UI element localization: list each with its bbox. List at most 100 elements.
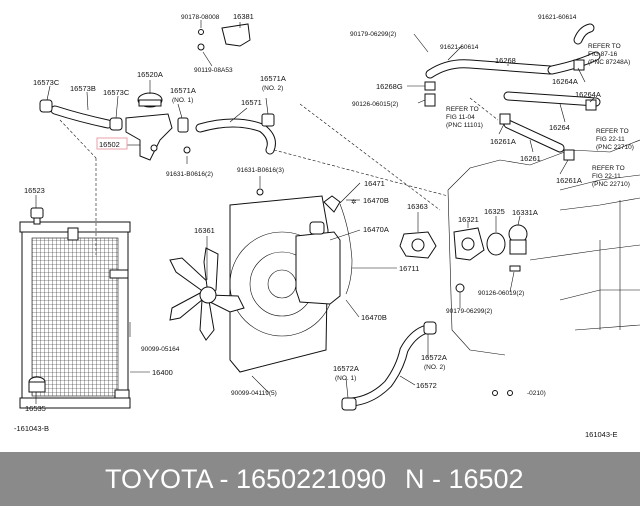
label-16261a-b: 16261A [556,176,582,185]
bracket-16381 [197,23,251,51]
bolt-91631-a [183,146,191,154]
label-ref1-c: (PNC 87248A) [588,59,630,66]
svg-text:✲: ✲ [351,198,357,206]
label-90099-b: 90099-04119(5) [231,390,277,397]
label-90179-a: 90179-06299(2) [350,31,396,38]
label-16571a-2-no: (NO. 2) [262,85,283,92]
radiator-cap-16523 [30,207,44,225]
label-16571: 16571 [241,98,262,107]
drain-plug-16535 [28,376,46,393]
fitting-16268g [424,81,436,107]
label-16470b-a: 16470B [363,196,389,205]
reserve-tank-16470a [295,195,341,305]
clamp-16571a-no1 [177,117,189,133]
label-16523: 16523 [24,186,45,195]
clamp-16571a-no2 [261,113,275,127]
label-16321: 16321 [458,215,479,224]
hose-16571 [195,118,276,155]
label-90126-b: 90126-06019(2) [478,290,524,297]
label-90126-a: 90126-06015(2) [352,101,398,108]
footer-bar: TOYOTA - 1650221090 N - 16502 [0,452,640,506]
label-91621-a: 91621-60614 [538,14,577,21]
label-90179-b: 90179-06299(2) [446,308,492,315]
label-16261a-a: 16261A [490,137,516,146]
label-16264: 16264 [549,123,570,132]
label-code-left: -161043-B [14,424,49,433]
label-16268: 16268 [495,56,516,65]
label-16264a-b: 16264A [575,90,601,99]
marker-glyphs: ✲ [351,198,513,396]
label-ref2-a: REFER TO [446,106,479,113]
hose-16572 [347,325,429,407]
label-91631-a: 91631-B0616(2) [166,171,213,178]
label-ref2-b: FIG 11-04 [446,114,475,121]
label-16571a-1: 16571A [170,86,196,95]
label-16502: 16502 [99,140,120,149]
thermostat-16331a [508,224,528,255]
inlet-16321 [453,227,485,261]
label-ref1-a: REFER TO [588,43,621,50]
label-16573c-b: 16573C [103,88,130,97]
label-90119: 90119-08A53 [194,67,233,74]
label-90178: 90178-08008 [181,14,220,21]
outlet-16502 [125,113,173,161]
label-90099-a: 90099-05164 [141,346,180,353]
fan-16361 [169,247,245,341]
label-16571a-1-no: (NO. 1) [172,97,193,104]
label-16573b: 16573B [70,84,96,93]
clamp-16261a-a [499,113,511,125]
parts-diagram: 90178-08008 16381 90119-08A53 16573C 165… [14,12,640,439]
part-labels: 90178-08008 16381 90119-08A53 16573C 165… [14,12,634,439]
label-ref1-b: FIG 87-16 [588,51,618,58]
label-ref4-a: REFER TO [592,165,625,172]
hose-16261 [503,119,565,153]
clamp-16572a-no1 [341,397,357,411]
label-16363: 16363 [407,202,428,211]
label-16573c-a: 16573C [33,78,60,87]
label-91621-b: 91621-60614 [440,44,479,51]
label-91631-b: 91631-B0616(3) [237,167,284,174]
label-ref2-c: (PNC 11101) [446,122,483,129]
label-16331a: 16331A [512,208,538,217]
label-16471: 16471 [364,179,385,188]
label-16400: 16400 [152,368,173,377]
clamp-16573c-b [109,117,123,131]
label-16571a-2: 16571A [260,74,286,83]
clamp-16572a-no2 [423,321,437,335]
label-16572a-1-no: (NO. 1) [335,375,356,382]
hose-end-top-right [573,23,595,45]
label-16520a: 16520A [137,70,163,79]
label-16572a-2-no: (NO. 2) [424,364,445,371]
clamp-16264a-a [573,59,585,71]
label-16711: 16711 [399,264,419,273]
label-16470a: 16470A [363,225,389,234]
label-16361: 16361 [194,226,215,235]
label-16470b-b: 16470B [361,313,387,322]
label-16261: 16261 [520,154,541,163]
label-ref4-c: (PNC 22710) [592,181,630,188]
bolt-91631-b [256,188,264,196]
label-16325: 16325 [484,207,505,216]
overflow-hose [339,203,353,295]
engine-block-outline [447,139,640,356]
label-ref3-b: FIG 22-11 [596,136,625,143]
gasket-16325 [486,232,506,256]
bolt-90126-b [509,265,521,272]
label-16381: 16381 [233,12,254,21]
highlight-16502 [96,137,128,150]
label-16535: 16535 [25,404,46,413]
hose-16573b [50,105,113,129]
housing-16363 [399,231,437,259]
label-16572a-1: 16572A [333,364,359,373]
footer-part-number: TOYOTA - 1650221090 [105,464,387,494]
label-16572: 16572 [416,381,437,390]
hose-16264 [503,91,601,107]
radiator [19,221,131,409]
clamp-16573c-a [39,99,53,113]
label-16264a-a: 16264A [552,77,578,86]
label-ref3-c: (PNC 22710) [596,144,634,151]
label-16572a-2: 16572A [421,353,447,362]
clamp-16264a-b [585,99,597,111]
clip-90179-b [455,283,465,293]
label-ref4-b: FIG 22-11 [592,173,621,180]
